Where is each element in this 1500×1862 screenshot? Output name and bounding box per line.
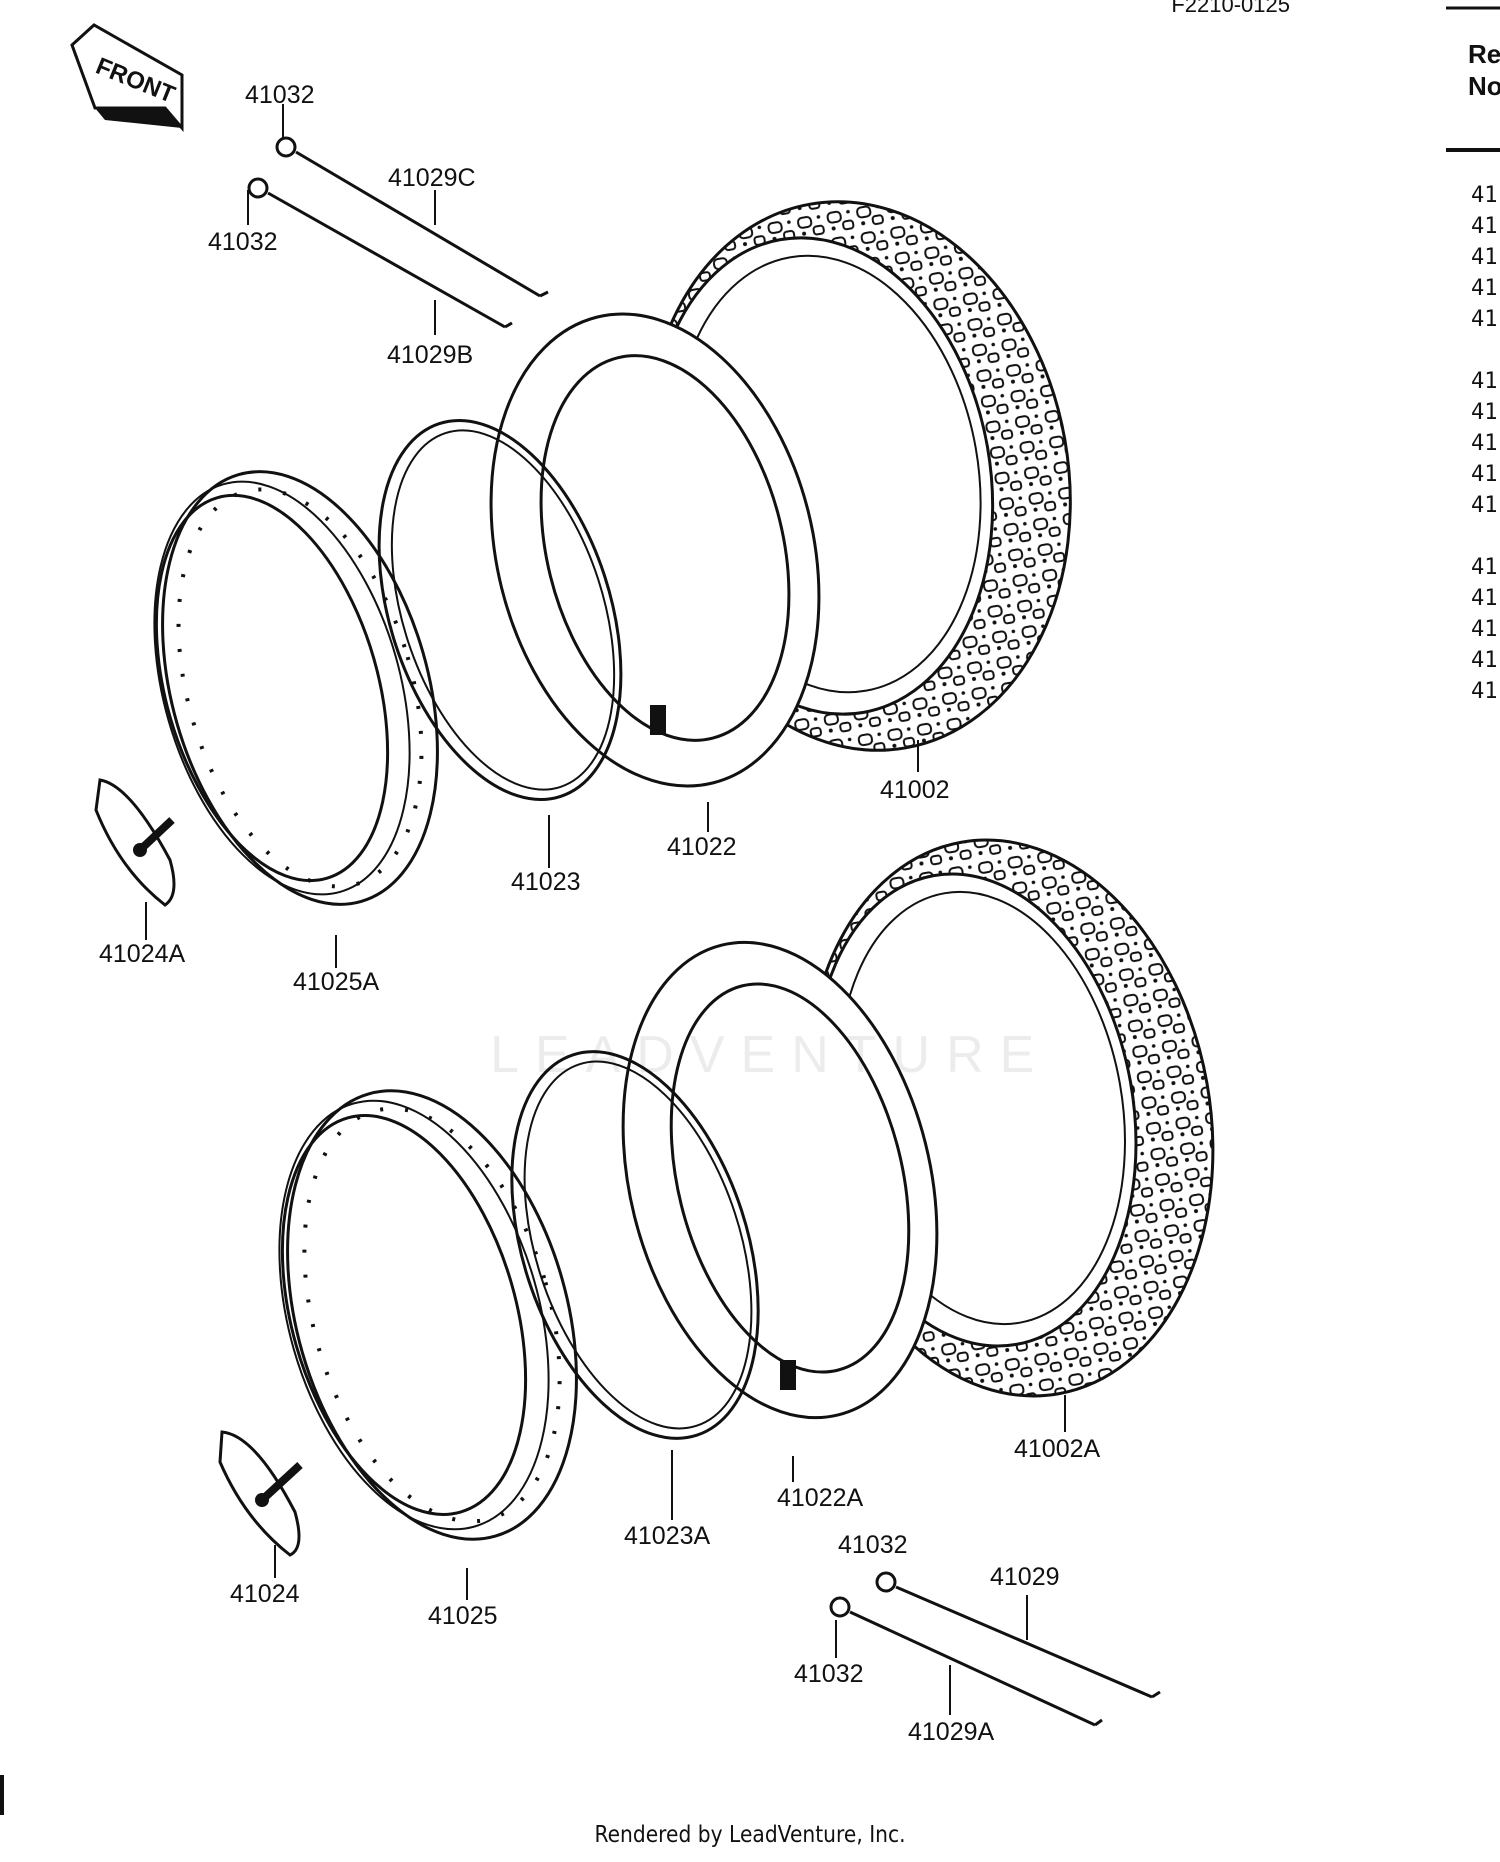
ref-number-row: 41: [1471, 648, 1498, 673]
rim-lock-41024a: [94, 778, 176, 907]
label-41029a: 41029A: [908, 1718, 995, 1746]
label-41025a: 41025A: [293, 968, 380, 996]
label-41023a: 41023A: [624, 1522, 711, 1550]
spoke-41029a: [829, 1596, 1103, 1727]
label-41002a: 41002A: [1014, 1435, 1101, 1463]
ref-number-row: 41: [1471, 493, 1498, 518]
label-41032-bottom-b: 41032: [794, 1660, 864, 1688]
label-41022: 41022: [667, 833, 737, 861]
label-41023: 41023: [511, 868, 581, 896]
ref-number-row: 41: [1471, 214, 1498, 239]
label-41032-top-a: 41032: [245, 81, 315, 109]
rim-41025a: [153, 470, 439, 906]
ref-number-row: 41: [1471, 586, 1498, 611]
inner-tube-41022a: [621, 940, 939, 1420]
ref-number-row: 41: [1471, 400, 1498, 425]
spoke-41029c: [275, 136, 549, 298]
ref-number-row: 41: [1471, 679, 1498, 704]
ref-number-column: 41 41 41 41 41 41 41 41 41 41 41 41 41 41 41: [1471, 180, 1500, 707]
label-41029b: 41029B: [387, 341, 473, 369]
ref-number-row: 41: [1471, 245, 1498, 270]
ref-no-header: Ref No: [1468, 39, 1500, 101]
edge-mark: [0, 1775, 4, 1815]
ref-number-row: 41: [1471, 462, 1498, 487]
rim-lock-41024: [218, 1430, 303, 1557]
ref-number-row: 41: [1471, 617, 1498, 642]
label-41029c: 41029C: [388, 164, 476, 192]
inner-tube-41022: [489, 312, 821, 788]
label-41029: 41029: [990, 1563, 1060, 1591]
front-arrow-icon: FRONT: [70, 23, 184, 133]
valve-stem-icon: [650, 705, 666, 735]
spoke-41029: [875, 1571, 1161, 1699]
ref-number-gap: [1471, 335, 1500, 366]
footer-credit: Rendered by LeadVenture, Inc.: [594, 1822, 906, 1848]
ref-number-row: 41: [1471, 555, 1498, 580]
label-41022a: 41022A: [777, 1484, 864, 1512]
ref-number-row: 41: [1471, 183, 1498, 208]
label-41024: 41024: [230, 1580, 300, 1608]
ref-number-row: 41: [1471, 307, 1498, 332]
ref-number-row: 41: [1471, 431, 1498, 456]
rim-41025: [278, 1089, 578, 1541]
label-41024a: 41024A: [99, 940, 186, 968]
ref-number-gap: [1471, 521, 1500, 552]
watermark: LEADVENTURE: [490, 1026, 1051, 1084]
label-41032-top-b: 41032: [208, 228, 278, 256]
label-41032-bottom-a: 41032: [838, 1531, 908, 1559]
ref-number-row: 41: [1471, 276, 1498, 301]
valve-stem-icon-rear: [780, 1360, 796, 1390]
diagram-code: F2210-0125: [1171, 0, 1290, 17]
rim-band-41023: [377, 419, 623, 801]
leader-lines: [145, 104, 1066, 1715]
rim-band-41023a: [510, 1050, 760, 1440]
spoke-41029b: [247, 177, 513, 329]
label-41025: 41025: [428, 1602, 498, 1630]
label-41002: 41002: [880, 776, 950, 804]
ref-number-row: 41: [1471, 369, 1498, 394]
